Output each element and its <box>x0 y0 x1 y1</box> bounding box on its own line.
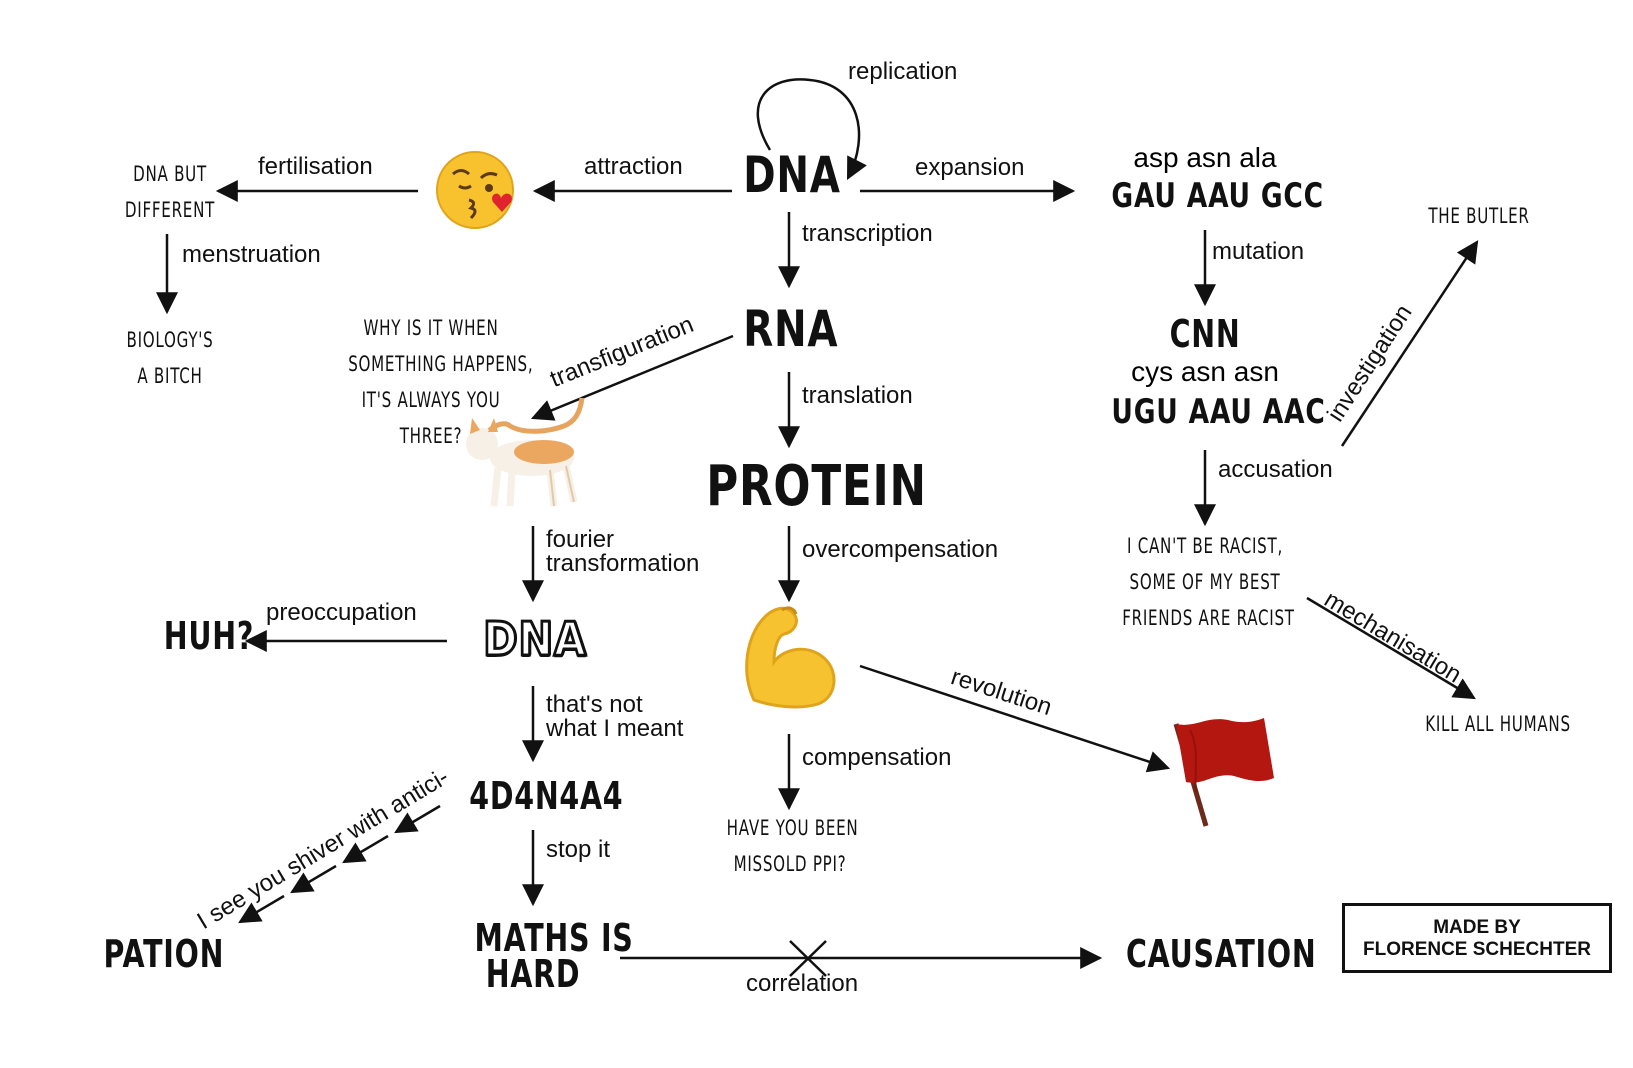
label-menstruation: menstruation <box>182 241 321 268</box>
node-why-three: WHY IS IT WHEN SOMETHING HAPPENS, IT'S A… <box>348 316 534 448</box>
anticipation-arrow-chain <box>238 804 441 924</box>
cat-icon <box>466 397 585 507</box>
label-fourier-1: fourier <box>546 526 615 553</box>
node-amino-top: asp asn ala <box>1133 142 1277 173</box>
node-huh: HUH? <box>163 614 255 658</box>
node-butler: THE BUTLER <box>1428 204 1530 228</box>
label-attraction: attraction <box>584 153 683 180</box>
red-flag-icon <box>1173 718 1274 827</box>
investigation-arrow <box>1340 240 1479 447</box>
revolution-arrow <box>859 664 1171 773</box>
node-leet: 4D4N4A4 <box>469 774 624 818</box>
node-kill: KILL ALL HUMANS <box>1425 712 1571 736</box>
label-thats-not-1: that's not <box>546 691 643 718</box>
label-accusation: accusation <box>1218 456 1333 483</box>
transfiguration-arrow <box>530 334 734 421</box>
label-mutation: mutation <box>1212 238 1305 265</box>
label-stop-it: stop it <box>546 836 611 863</box>
kissing-face-icon <box>436 151 514 229</box>
label-thats-not-2: what I meant <box>546 715 684 742</box>
flexed-biceps-icon <box>745 606 836 709</box>
label-expansion: expansion <box>915 154 1025 181</box>
node-maths: MATHS IS HARD <box>474 916 634 996</box>
label-compensation: compensation <box>802 744 952 771</box>
label-fertilisation: fertilisation <box>258 153 373 180</box>
credit-box: MADE BY FLORENCE SCHECHTER <box>1342 903 1612 973</box>
node-cnn: CNN <box>1169 312 1241 356</box>
label-translation: translation <box>802 382 913 409</box>
label-overcompensation: overcompensation <box>802 536 999 563</box>
node-biology: BIOLOGY'S A BITCH <box>126 328 214 388</box>
credit-line-1: MADE BY <box>1433 917 1521 938</box>
credit-line-2: FLORENCE SCHECHTER <box>1362 939 1591 960</box>
node-racist: I CAN'T BE RACIST, SOME OF MY BEST FRIEN… <box>1122 534 1295 630</box>
node-protein: PROTEIN <box>706 454 927 519</box>
label-transcription: transcription <box>802 220 933 247</box>
replication-arrow <box>756 78 867 180</box>
label-correlation: correlation <box>746 970 859 997</box>
label-fourier-2: transformation <box>546 550 700 577</box>
node-codon-top: GAU AAU GCC <box>1111 176 1324 216</box>
node-pation: PATION <box>103 932 225 976</box>
node-dna-but-different: DNA BUT DIFFERENT <box>124 162 216 222</box>
node-causation: CAUSATION <box>1126 932 1317 976</box>
label-preoccupation: preoccupation <box>266 599 417 626</box>
mechanisation-arrow <box>1306 596 1476 700</box>
node-dna-fuzzy: DNA <box>482 611 588 668</box>
node-missold: HAVE YOU BEEN MISSOLD PPI? <box>726 816 859 876</box>
node-codon-bottom: UGU AAU AAC <box>1111 392 1326 432</box>
label-replication: replication <box>848 58 958 85</box>
node-rna: RNA <box>743 300 839 358</box>
node-dna: DNA <box>743 146 841 204</box>
node-amino-bottom: cys asn asn <box>1131 356 1279 387</box>
